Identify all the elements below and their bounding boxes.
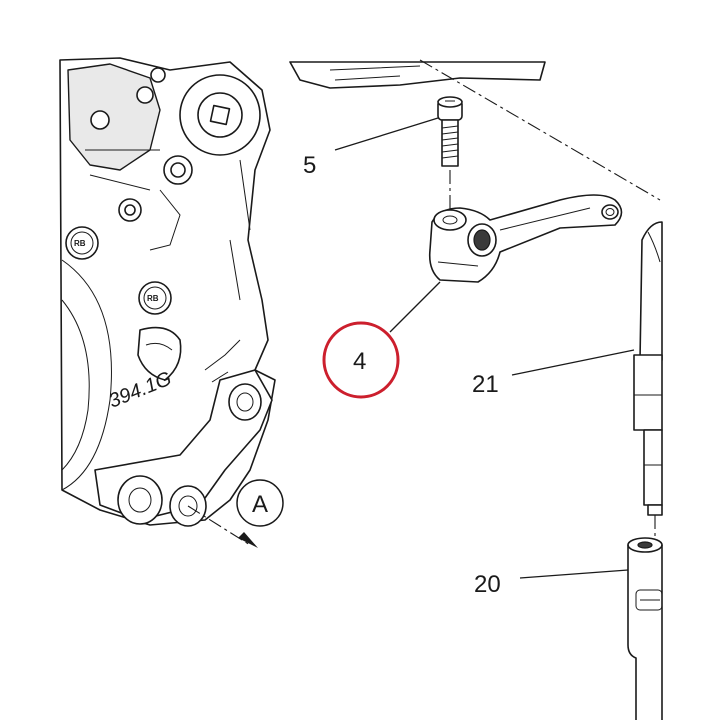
part-4-lever bbox=[428, 194, 623, 283]
upper-bracket bbox=[289, 61, 546, 89]
center-axis-upper bbox=[419, 59, 661, 201]
engine-casing: RB RB 394.1G bbox=[59, 57, 276, 527]
part-20-rod-end bbox=[627, 537, 663, 720]
bolt-stamp-lower: RB bbox=[147, 294, 159, 303]
brand-logo-icon bbox=[137, 326, 182, 381]
leader-4 bbox=[389, 281, 441, 333]
leader-20 bbox=[519, 569, 629, 579]
part-5-bolt bbox=[437, 96, 463, 167]
bolt-stamp-upper: RB bbox=[74, 239, 86, 248]
stamped-bolt-upper: RB bbox=[65, 226, 99, 260]
view-a-circle bbox=[236, 479, 284, 527]
view-a-arrow bbox=[238, 532, 258, 548]
stamped-bolt-lower: RB bbox=[138, 281, 172, 315]
highlight-circle bbox=[322, 321, 400, 399]
callout-a: A bbox=[252, 491, 268, 518]
part-21-rod-end bbox=[633, 221, 663, 516]
callout-4: 4 bbox=[353, 348, 366, 375]
callout-21: 21 bbox=[472, 371, 499, 398]
leader-5 bbox=[334, 117, 439, 151]
callout-20: 20 bbox=[474, 571, 501, 598]
callout-5: 5 bbox=[303, 152, 316, 179]
leader-21 bbox=[511, 349, 635, 376]
